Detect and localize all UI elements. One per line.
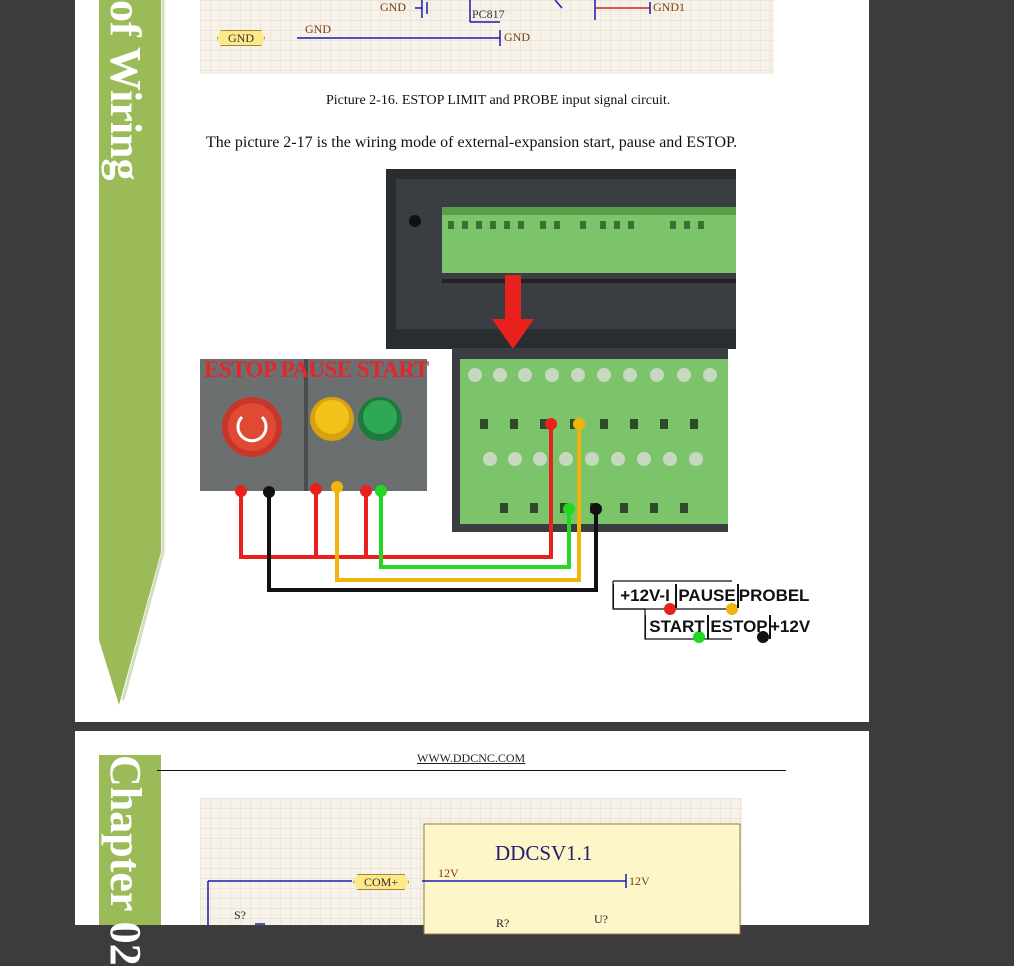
v12-left-label: 12V <box>438 866 459 880</box>
terminal-label-start: START <box>645 615 709 639</box>
gnd-top-label: GND <box>380 0 406 14</box>
button-panel-label: ESTOP PAUSE START <box>204 357 429 382</box>
chapter-side-title-2: Chapter 02 <box>101 755 150 966</box>
gnd-net-label: GND <box>305 22 331 36</box>
gnd-port-tag: GND <box>217 30 265 46</box>
terminal-label-pause: PAUSE <box>675 584 739 608</box>
wiring-photo-graphic <box>200 169 769 643</box>
terminal-label-12v-i: +12V-I <box>613 584 677 608</box>
ic-ref-label: U? <box>594 912 608 926</box>
terminal-label-probe: PROBE <box>737 584 800 608</box>
schematic-ddcsv-wires <box>207 823 741 935</box>
chapter-side-band <box>99 0 165 705</box>
board-title: DDCSV1.1 <box>495 841 593 865</box>
terminal-label-estop: ESTOP <box>707 615 771 639</box>
terminal-label-l: L <box>799 586 810 605</box>
figure-caption: Picture 2-16. ESTOP LIMIT and PROBE inpu… <box>326 93 671 108</box>
website-header-link[interactable]: WWW.DDCNC.COM <box>417 751 526 765</box>
header-rule <box>157 770 786 771</box>
body-paragraph: The picture 2-17 is the wiring mode of e… <box>206 134 738 151</box>
document-page-1: of Wiring GND GND GND GND PC817 GND1 Pic… <box>75 0 869 722</box>
chapter-side-title: of Wiring <box>101 0 150 181</box>
switch-ref-label: S? <box>234 908 246 922</box>
v12-right-label: 12V <box>629 874 650 888</box>
resistor-ref-label: R? <box>496 916 510 930</box>
schematic-wires <box>297 0 651 46</box>
chapter-side-band-2 <box>99 755 161 925</box>
terminal-label-12v: +12V <box>769 615 810 639</box>
com-port-tag: COM+ <box>353 874 410 890</box>
schematic-fragment-top: GND GND GND GND PC817 GND1 <box>200 0 774 74</box>
schematic-ddcsv: DDCSV1.1 COM+ 12V 12V S? R? U? <box>200 798 742 935</box>
pc817-label: PC817 <box>472 7 505 21</box>
gnd-right-label: GND <box>504 30 530 44</box>
document-page-2: Chapter 02 WWW.DDCNC.COM DDCSV1.1 COM+ 1… <box>75 731 869 966</box>
wiring-photo: ESTOP PAUSE START +12V-I PAUSE PROBE L S… <box>200 169 810 649</box>
gnd1-label: GND1 <box>653 0 685 14</box>
